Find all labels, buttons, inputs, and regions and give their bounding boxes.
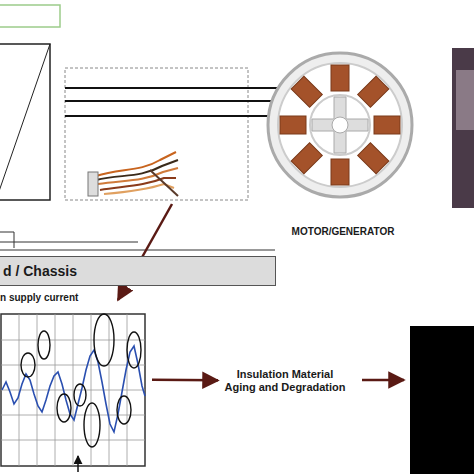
current-plot: [1, 314, 145, 472]
result-box: [410, 326, 474, 474]
node-label: d / Chassis: [3, 263, 275, 280]
wire-harness: [88, 152, 178, 196]
supply-line: [65, 115, 272, 117]
node-label: MOTOR/GENERATOR: [268, 226, 418, 238]
chassis-band: d / Chassis: [0, 256, 276, 286]
motor-node: MOTOR/GENERATOR: [268, 52, 418, 238]
header-box: [0, 5, 60, 27]
ground-wire: [0, 232, 14, 248]
supply-line: [65, 87, 282, 89]
ground-wire: [0, 242, 138, 243]
photo: [452, 48, 474, 208]
node-label: n supply current: [0, 292, 148, 304]
flow-arrow: [362, 379, 404, 382]
plot-panel: n supply current: [0, 292, 148, 466]
motor-drawing: [268, 53, 412, 197]
supply-line: [65, 100, 276, 102]
node-label: Insulation Material Aging and Degradatio…: [222, 368, 348, 394]
flow-arrow: [152, 378, 218, 381]
ground-wire: [0, 250, 275, 251]
photo-detail: [456, 70, 474, 130]
process-label: Insulation Material Aging and Degradatio…: [222, 358, 348, 404]
diagonal-line: [0, 44, 50, 200]
source-box: [0, 44, 50, 200]
